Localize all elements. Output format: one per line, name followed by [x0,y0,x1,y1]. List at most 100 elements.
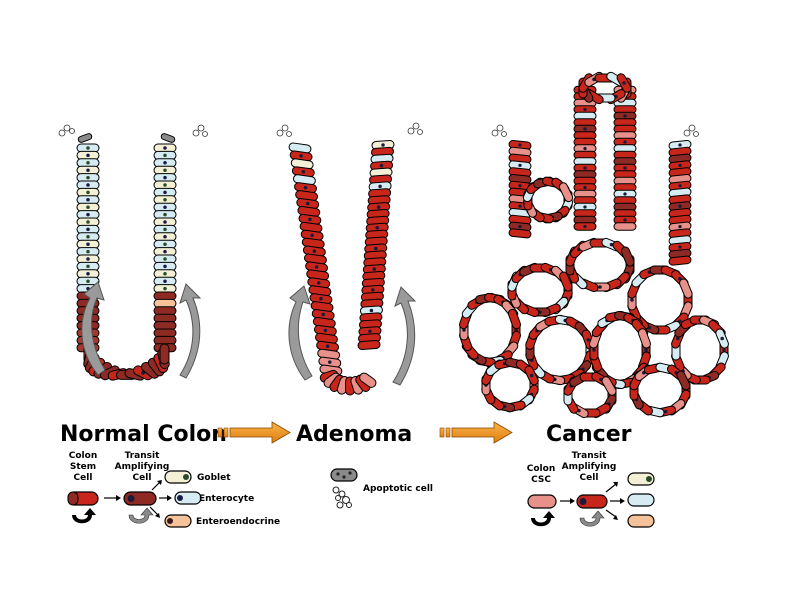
cell [613,222,637,231]
legend-csc-label-2: CSC [531,475,551,485]
stage-title-adenoma: Adenoma [296,422,412,447]
cell-nucleus [141,370,145,375]
cell-nucleus [299,154,303,158]
cell-nucleus [163,286,167,291]
cell-nucleus [163,190,167,195]
cell-nucleus [583,166,587,170]
cell-nucleus [678,163,682,168]
legend-cancer: Colon CSC Transit Amplifying Cell [527,451,655,528]
cell-nucleus [529,373,534,378]
csc-renew-arrow-icon [531,511,555,527]
shed-cells-icon [58,124,208,137]
cell-nucleus [368,329,372,333]
legend-apoptotic: Apoptotic cell [330,468,433,509]
cell-nucleus [583,146,587,151]
cell-nucleus [314,265,319,269]
cell-nucleus [376,205,381,209]
cell [153,313,177,323]
cell [668,255,692,266]
cell [558,182,574,203]
cell-nucleus [163,249,167,254]
cell [153,335,177,345]
cell [153,291,177,301]
cell-nucleus [163,205,167,209]
cell-nucleus [373,246,378,251]
cell-nucleus [371,288,375,292]
cell-nucleus [86,183,90,187]
enterocyte-cell-icon [174,491,202,505]
cell-nucleus [86,279,90,283]
cell-nucleus [319,296,323,301]
legend-stem-label-1: Colon [69,451,97,461]
stage-title-normal: Normal Colon [60,422,227,447]
cell-nucleus [163,242,167,246]
cell-nucleus [323,328,328,333]
cell [77,133,93,143]
cell-nucleus [303,185,308,190]
cell-nucleus [678,204,682,208]
cell-nucleus [312,249,317,253]
cell-nucleus [86,264,90,269]
legend-apoptotic-label: Apoptotic cell [363,484,433,494]
cell-nucleus [623,166,627,170]
cell-nucleus [86,227,90,232]
cell-nucleus [321,312,325,317]
cell-nucleus [583,224,587,229]
cell-nucleus [163,153,167,158]
progression-arrow-2 [439,421,513,444]
migration-arrow-left [81,281,106,376]
cell-nucleus [623,114,627,118]
migration-arrow-right [392,286,417,386]
cell-nucleus [163,161,167,165]
cell-nucleus [163,198,167,202]
cell-nucleus [720,336,724,341]
cell-nucleus [163,183,167,187]
shed-cells-icon [491,124,699,137]
adenoma-crypt [276,122,423,396]
cell-nucleus [378,184,382,189]
cancer-tissue [459,71,729,419]
legend-stem-label-2: Stem [70,462,96,472]
legend-cancer-transit-label-1: Transit [572,451,608,461]
stage-title-cancer: Cancer [546,422,632,447]
cell-nucleus [163,227,167,232]
cell-nucleus [664,409,668,414]
cell-nucleus [163,257,167,261]
progression-arrow-1 [217,421,291,444]
cell [359,372,377,388]
cell-nucleus [163,264,167,269]
cell [153,298,177,308]
cancer-transit-cell-icon [576,494,608,509]
cell-nucleus [308,217,312,222]
cell [153,306,177,316]
cell-nucleus [518,224,522,229]
normal-crypt [58,124,208,381]
cell-nucleus [379,163,384,168]
goblet-cell-icon [164,470,192,484]
cell-nucleus [518,143,522,147]
cell-nucleus [163,235,167,239]
cell-nucleus [328,360,332,364]
apoptotic-cell-icon [330,468,358,482]
cell-nucleus [623,218,627,222]
cell-nucleus [86,161,90,165]
cancer-transit-renew-arrow-icon [579,510,605,527]
legend-transit-label-1: Transit [125,451,161,461]
cell-nucleus [598,285,602,289]
legend-cancer-transit-label-3: Cell [580,473,599,483]
cell-nucleus [678,184,682,188]
cell-nucleus [86,205,90,209]
cell-nucleus [623,140,627,144]
cancer-enterocyte-icon [627,493,655,507]
cell [153,328,177,338]
cell-nucleus [678,224,682,229]
cell-nucleus [583,185,587,190]
cell [637,328,651,349]
cell-nucleus [316,281,321,285]
cell-nucleus [301,170,306,174]
migration-arrow-right [179,283,202,379]
cell [153,321,177,331]
cell-nucleus [163,175,167,180]
cell-nucleus [86,235,90,239]
